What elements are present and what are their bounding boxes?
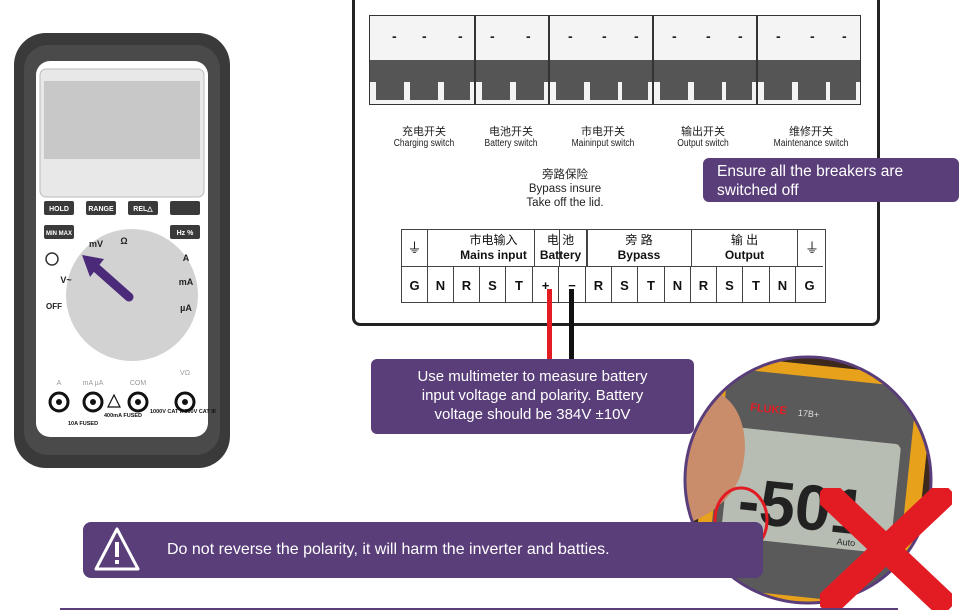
warning-icon: [94, 527, 140, 571]
svg-text:A: A: [183, 253, 190, 263]
svg-text:COM: COM: [130, 380, 147, 387]
bottom-divider: [60, 608, 898, 610]
minmax-button: [44, 225, 74, 239]
maintenance-breaker: ---: [757, 15, 861, 105]
terminal-cell: T: [506, 266, 533, 303]
svg-text:OFF: OFF: [46, 302, 62, 311]
maininput-breaker: ---: [549, 15, 653, 105]
terminal-cell: N: [428, 266, 454, 303]
terminal-cell: N: [770, 266, 796, 303]
ground-icon: ⏚: [402, 230, 428, 266]
svg-text:Ω: Ω: [120, 236, 127, 246]
svg-text:VΩ: VΩ: [180, 370, 190, 377]
terminal-cell: R: [691, 266, 717, 303]
terminal-cell: S: [612, 266, 638, 303]
charging-breaker: ---: [369, 15, 475, 105]
terminal-cell: +: [533, 266, 559, 303]
battery-header-spacer: [560, 230, 588, 266]
rel-button: [128, 201, 158, 215]
terminal-cell: S: [480, 266, 506, 303]
wrong-cross-icon: [820, 488, 952, 610]
output-breaker: ---: [653, 15, 757, 105]
svg-text:17B+: 17B+: [797, 408, 819, 420]
breakers-off-callout: Ensure all the breakers are switched off: [703, 158, 959, 202]
svg-text:Auto: Auto: [836, 536, 855, 548]
svg-text:REL△: REL△: [133, 206, 153, 213]
battery-breaker: --: [475, 15, 549, 105]
blank-button: [170, 201, 200, 215]
hz-button: [170, 225, 200, 239]
svg-text:RANGE: RANGE: [88, 206, 114, 213]
dial-pointer: [89, 261, 134, 302]
hold-button: [44, 201, 74, 215]
svg-text:V~: V~: [60, 275, 71, 285]
svg-text:µA: µA: [180, 303, 192, 313]
terminal-cell: G: [402, 266, 428, 303]
svg-text:FLUKE: FLUKE: [750, 402, 788, 418]
svg-text:MIN MAX: MIN MAX: [46, 231, 72, 237]
terminal-cell: N: [665, 266, 691, 303]
ground-icon: ⏚: [805, 240, 819, 256]
terminal-cell: T: [743, 266, 770, 303]
svg-text:mA µA: mA µA: [83, 380, 104, 387]
svg-text:1000V CAT II 600V CAT III: 1000V CAT II 600V CAT III: [150, 409, 216, 415]
svg-text:A: A: [57, 380, 62, 387]
black-probe-wire: [569, 289, 574, 359]
multimeter-illustration: HOLD RANGE REL△ MIN MAX Hz % OFF V~ mV Ω…: [14, 33, 230, 468]
svg-text:400mA FUSED: 400mA FUSED: [104, 413, 142, 419]
terminal-cell: S: [717, 266, 743, 303]
measure-voltage-callout: Use multimeter to measure battery input …: [371, 359, 694, 434]
terminal-cell: R: [454, 266, 480, 303]
red-probe-wire: [547, 289, 552, 359]
polarity-warning-banner: Do not reverse the polarity, it will har…: [83, 522, 763, 578]
warning-text: Do not reverse the polarity, it will har…: [167, 541, 610, 558]
terminal-cell: R: [586, 266, 612, 303]
terminal-cell: T: [638, 266, 665, 303]
svg-text:10A FUSED: 10A FUSED: [68, 421, 98, 427]
range-button: [86, 201, 116, 215]
terminal-cell: −: [559, 266, 586, 303]
terminal-cell: G: [796, 266, 823, 303]
svg-text:Hz %: Hz %: [177, 230, 195, 237]
hold-label: HOLD: [49, 206, 69, 213]
svg-text:mA: mA: [179, 277, 194, 287]
svg-text:mV: mV: [89, 239, 103, 249]
